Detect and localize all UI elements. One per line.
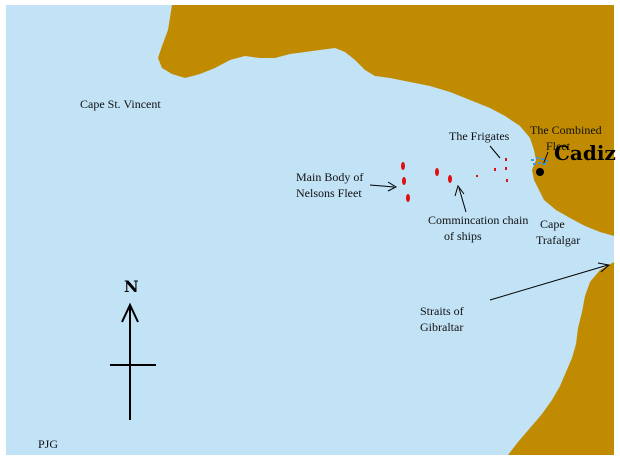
- cape-st-vincent-label: Cape St. Vincent: [80, 97, 161, 111]
- cadiz-marker: [536, 168, 544, 176]
- nelson-main-ships: [401, 162, 452, 202]
- communication-chain-ships: [476, 175, 478, 177]
- combined-fleet-arrow: [542, 151, 549, 166]
- cape-trafalgar-label-line1: Cape: [540, 217, 565, 231]
- main-body-arrow: [369, 184, 395, 188]
- combined-fleet-ships: [531, 157, 548, 165]
- combined-fleet-label-line2: Fleet: [546, 139, 571, 153]
- main-body-label-line2: Nelsons Fleet: [296, 186, 362, 200]
- straits-label-line1: Straits of: [420, 304, 464, 318]
- combined-fleet-label-line1: The Combined: [530, 123, 602, 137]
- land-iberia: [158, 5, 614, 236]
- frigates-label: The Frigates: [449, 129, 510, 143]
- communication-chain-arrowhead: [454, 184, 465, 197]
- communication-chain-label-line1: Commincation chain: [428, 213, 528, 227]
- communication-chain-label-line2: of ships: [444, 229, 482, 243]
- main-body-arrowhead: [387, 181, 398, 192]
- compass: [110, 302, 156, 420]
- straits-arrowhead: [597, 262, 611, 273]
- cadiz-label: Cadiz: [554, 141, 616, 165]
- north-label: N: [124, 277, 139, 296]
- communication-chain-arrow: [458, 187, 467, 213]
- main-body-label-line1: Main Body of: [296, 170, 363, 184]
- cape-trafalgar-label-line2: Trafalgar: [536, 233, 580, 247]
- frigate-ships: [494, 158, 508, 182]
- land-africa: [508, 262, 614, 455]
- author-label: PJG: [38, 437, 58, 451]
- frigates-arrow: [489, 145, 501, 159]
- straits-arrow: [489, 264, 609, 301]
- straits-label-line2: Gibraltar: [420, 320, 463, 334]
